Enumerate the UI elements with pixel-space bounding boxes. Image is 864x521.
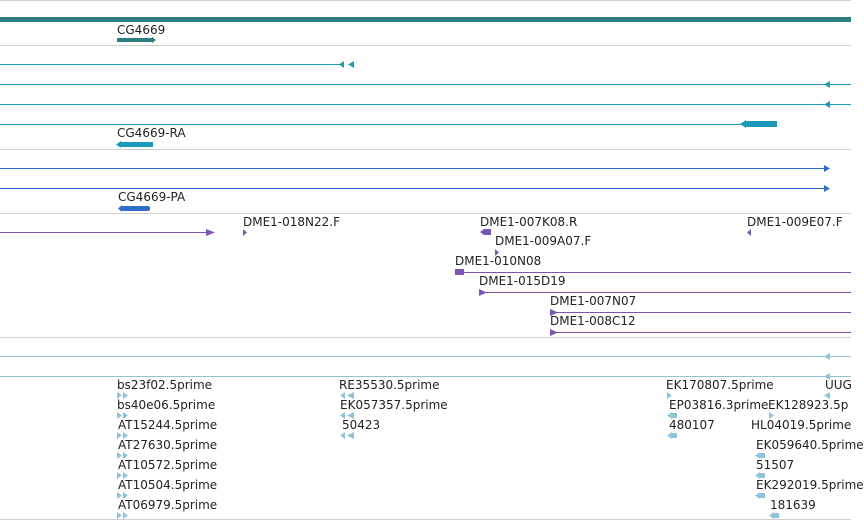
protein-arrow bbox=[118, 205, 122, 212]
est-label[interactable]: EK057357.5prime bbox=[340, 398, 448, 412]
bac-feature-dme1-010n08[interactable] bbox=[455, 269, 464, 275]
bac-label[interactable]: DME1-015D19 bbox=[479, 274, 566, 288]
match-arrow bbox=[348, 61, 354, 68]
bac-arrow bbox=[206, 229, 215, 236]
est-label[interactable]: RE35530.5prime bbox=[339, 378, 440, 392]
est-arrow bbox=[824, 373, 830, 380]
est-label[interactable]: AT27630.5prime bbox=[118, 438, 218, 452]
bac-label[interactable]: DME1-008C12 bbox=[550, 314, 636, 328]
est-label[interactable]: bs40e06.5prime bbox=[117, 398, 216, 412]
est-glyphs-col-4[interactable] bbox=[755, 392, 830, 519]
match-arrow bbox=[339, 61, 344, 68]
gene-strand-arrow bbox=[152, 37, 156, 43]
est-label[interactable]: EP03816.3prime bbox=[669, 398, 769, 412]
bac-label[interactable]: DME1-007K08.R bbox=[480, 215, 578, 229]
bac-feature-dme1-015d19[interactable] bbox=[479, 289, 487, 296]
est-label[interactable]: 181639 bbox=[770, 498, 816, 512]
match-arrow bbox=[740, 120, 746, 128]
est-label[interactable]: 51507 bbox=[756, 458, 795, 472]
track-separator bbox=[0, 519, 851, 520]
gene-region-bar[interactable] bbox=[0, 17, 851, 22]
est-label[interactable]: AT15244.5prime bbox=[118, 418, 218, 432]
transcript-label[interactable]: CG4669-RA bbox=[117, 126, 186, 140]
bac-label[interactable]: DME1-007N07 bbox=[550, 294, 637, 308]
est-arrow bbox=[824, 353, 830, 360]
bac-feature-dme1-007n07[interactable] bbox=[550, 309, 558, 316]
est-label[interactable]: AT10572.5prime bbox=[118, 458, 218, 472]
track-separator bbox=[0, 0, 851, 1]
transcript-arrow bbox=[824, 185, 830, 192]
match-arrow bbox=[824, 101, 830, 108]
gene-feature-cg4669[interactable] bbox=[117, 38, 152, 42]
match-block[interactable] bbox=[746, 121, 777, 127]
track-separator bbox=[0, 45, 851, 46]
track-separator bbox=[0, 337, 851, 338]
bac-label[interactable]: DME1-010N08 bbox=[455, 254, 542, 268]
est-glyphs-col-1[interactable] bbox=[117, 392, 128, 519]
transcript-cg4669-ra[interactable] bbox=[120, 142, 153, 147]
bac-feature-dme1-007k08r[interactable] bbox=[480, 229, 491, 235]
track-separator bbox=[0, 149, 851, 150]
bac-label[interactable]: DME1-009A07.F bbox=[495, 234, 592, 248]
match-arrow bbox=[824, 81, 830, 88]
est-label[interactable]: 480107 bbox=[669, 418, 715, 432]
est-label[interactable]: AT06979.5prime bbox=[118, 498, 218, 512]
est-label[interactable]: HL04019.5prime bbox=[751, 418, 852, 432]
bac-feature-dme1-009e07f[interactable] bbox=[747, 229, 751, 236]
est-label[interactable]: EK292019.5prime bbox=[756, 478, 864, 492]
gene-label[interactable]: CG4669 bbox=[117, 23, 166, 37]
est-glyphs-col-3[interactable] bbox=[667, 392, 677, 439]
est-glyphs-col-2[interactable] bbox=[340, 392, 354, 439]
protein-label[interactable]: CG4669-PA bbox=[118, 190, 186, 204]
est-label[interactable]: 50423 bbox=[342, 418, 381, 432]
est-label[interactable]: AT10504.5prime bbox=[118, 478, 218, 492]
bac-feature-dme1-009a07f[interactable] bbox=[495, 249, 499, 256]
transcript-arrow bbox=[824, 165, 830, 172]
est-label[interactable]: bs23f02.5prime bbox=[117, 378, 213, 392]
protein-cg4669-pa[interactable] bbox=[121, 206, 150, 211]
est-label[interactable]: UUG bbox=[825, 378, 852, 392]
track-separator bbox=[0, 213, 851, 214]
est-label[interactable]: EK128923.5p bbox=[768, 398, 849, 412]
transcript-strand-arrow bbox=[116, 141, 121, 148]
est-label[interactable]: EK170807.5prime bbox=[666, 378, 774, 392]
bac-feature-dme1-008c12[interactable] bbox=[550, 329, 558, 336]
bac-label[interactable]: DME1-009E07.F bbox=[747, 215, 843, 229]
bac-feature-dme1-018n22f[interactable] bbox=[243, 229, 247, 236]
bac-label[interactable]: DME1-018N22.F bbox=[243, 215, 341, 229]
est-label[interactable]: EK059640.5prime bbox=[756, 438, 864, 452]
